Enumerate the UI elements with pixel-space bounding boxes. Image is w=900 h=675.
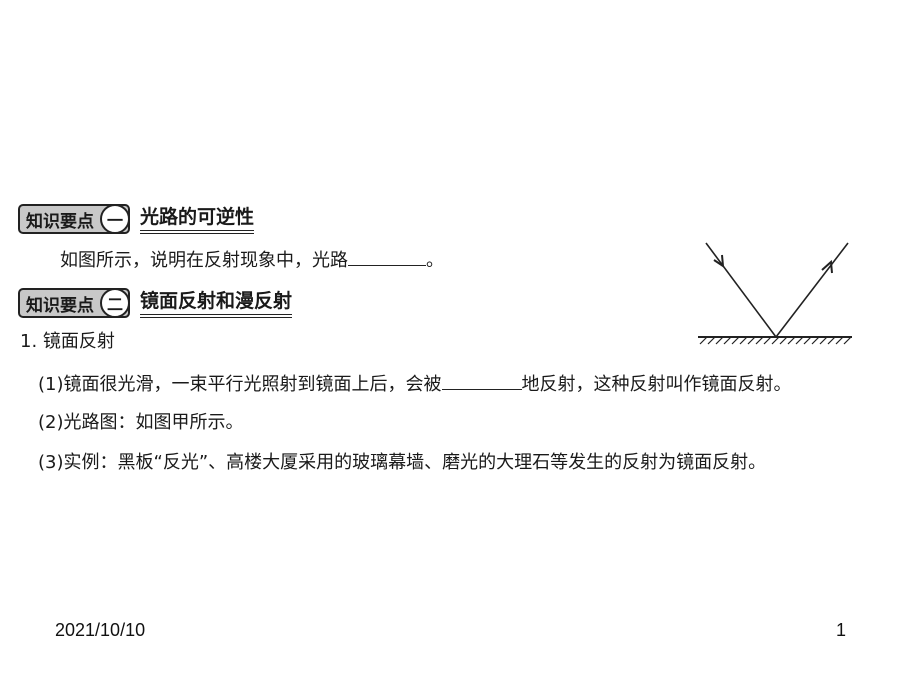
knowledge-point-tag: 知识要点 一 — [18, 204, 130, 234]
section1-title: 光路的可逆性 — [140, 205, 255, 234]
tag-number: 二 — [100, 288, 130, 318]
page-number: 1 — [836, 620, 847, 640]
tag-label: 知识要点 — [26, 295, 94, 316]
tag-number: 一 — [100, 204, 130, 234]
reflected-arrow-icon — [821, 259, 833, 274]
section2-header: 知识要点 二 镜面反射和漫反射 — [18, 287, 293, 319]
item1-sub2: (2)光路图：如图甲所示。 — [38, 412, 244, 433]
answer-blank-2[interactable] — [441, 371, 522, 390]
incident-arrow-icon — [713, 254, 725, 268]
section1-question: 如图所示，说明在反射现象中，光路 。 — [60, 247, 444, 273]
item1-heading: 1. 镜面反射 — [20, 331, 115, 352]
knowledge-point-tag: 知识要点 二 — [18, 288, 130, 318]
reflected-ray — [775, 242, 849, 338]
section2-title: 镜面反射和漫反射 — [140, 289, 293, 318]
mirror-hatch — [699, 336, 852, 345]
mirror-reflection-diagram — [698, 242, 852, 345]
tag-label: 知识要点 — [26, 211, 94, 232]
item1-sub1: (1)镜面很光滑，一束平行光照射到镜面上后，会被 地反射，这种反射叫作镜面反射。 — [38, 371, 792, 397]
section1-question-prefix: 如图所示，说明在反射现象中，光路 — [60, 250, 348, 271]
section1-question-suffix: 。 — [426, 250, 444, 271]
section1-header: 知识要点 一 光路的可逆性 — [18, 203, 255, 235]
item1-sub1-prefix: (1)镜面很光滑，一束平行光照射到镜面上后，会被 — [38, 374, 442, 395]
item1-sub1-suffix: 地反射，这种反射叫作镜面反射。 — [521, 374, 792, 395]
footer-date: 2021/10/10 — [55, 620, 146, 640]
item1-sub3: (3)实例：黑板“反光”、高楼大厦采用的玻璃幕墙、磨光的大理石等发生的反射为镜面… — [38, 452, 767, 473]
incident-ray — [705, 242, 777, 338]
answer-blank-1[interactable] — [348, 247, 426, 266]
